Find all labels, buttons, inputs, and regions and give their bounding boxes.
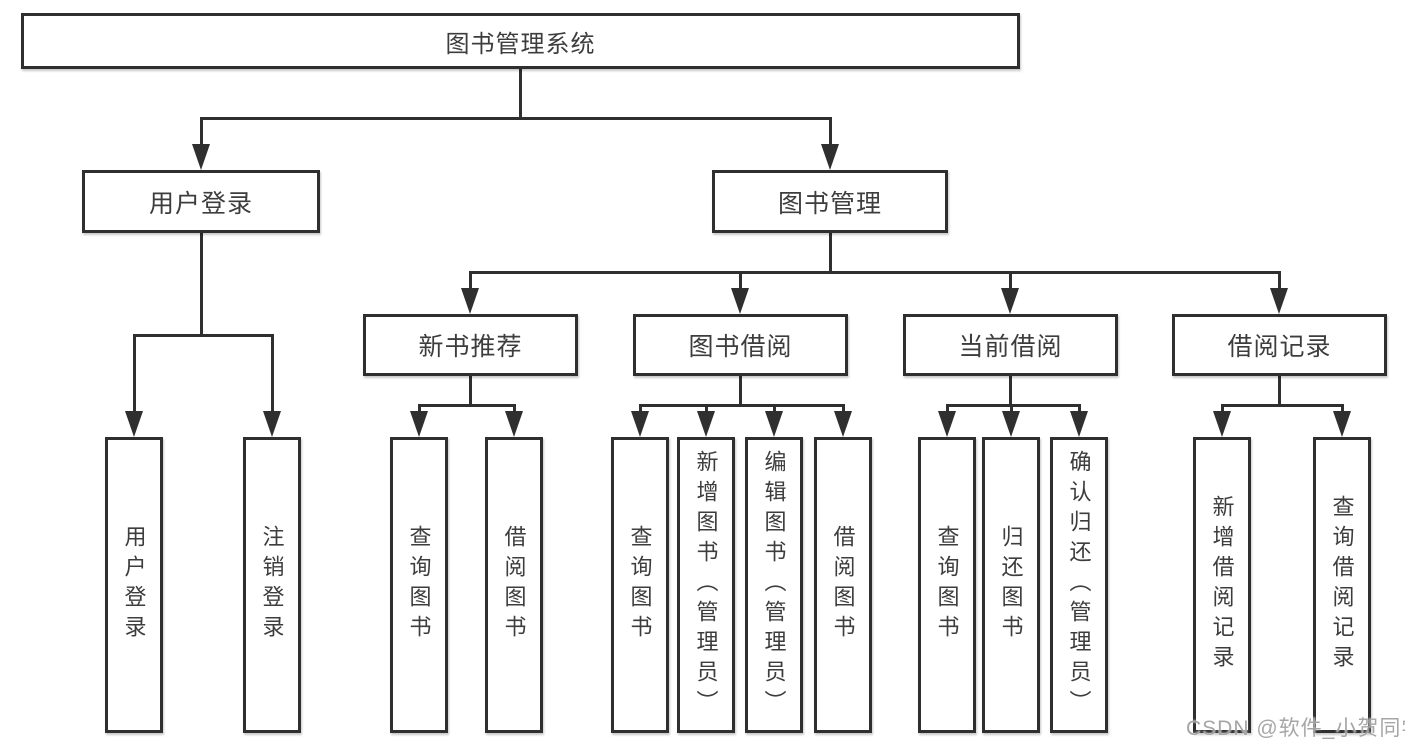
leaf-logout: 注销登录 [243, 437, 301, 733]
node-root-label: 图书管理系统 [445, 30, 596, 58]
arrow-down-icon [1002, 411, 1020, 437]
leaf-borrow-edit-book-admin: 编辑图书（管理员） [745, 437, 803, 733]
connector-line [271, 334, 274, 416]
node-user-login: 用户登录 [82, 170, 320, 233]
arrow-down-icon [834, 411, 852, 437]
arrow-down-icon [505, 411, 523, 437]
arrow-down-icon [731, 288, 749, 314]
leaf-newbook-borrow-book: 借阅图书 [485, 437, 543, 733]
arrow-down-icon [263, 411, 281, 437]
leaf-borrow-query-book: 查询图书 [611, 437, 669, 733]
node-current-borrow: 当前借阅 [903, 314, 1118, 376]
connector-line [519, 67, 522, 119]
connector-line [1278, 271, 1281, 291]
leaf-borrow-add-book-admin-label: 新增图书（管理员） [693, 450, 719, 720]
leaf-current-return-book-label: 归还图书 [998, 525, 1024, 645]
connector-line [1341, 404, 1344, 416]
connector-line [513, 404, 516, 416]
csdn-watermark: CSDN @软件_小贺同学 [1186, 717, 1405, 740]
leaf-current-confirm-return-admin: 确认归还（管理员） [1050, 437, 1108, 733]
connector-line [1221, 404, 1224, 416]
leaf-record-add-record-label: 新增借阅记录 [1209, 495, 1235, 675]
connector-line [829, 231, 832, 274]
arrow-down-icon [1333, 411, 1351, 437]
connector-line [200, 231, 203, 337]
node-book-borrow: 图书借阅 [633, 314, 848, 376]
leaf-user-login: 用户登录 [105, 437, 163, 733]
connector-line [1009, 374, 1012, 407]
arrow-down-icon [1213, 411, 1231, 437]
arrow-down-icon [125, 411, 143, 437]
connector-line [133, 334, 136, 416]
connector-line [1009, 271, 1012, 291]
connector-line [946, 404, 949, 416]
node-root: 图书管理系统 [21, 13, 1020, 69]
leaf-record-query-record-label: 查询借阅记录 [1329, 495, 1355, 675]
leaf-borrow-edit-book-admin-label: 编辑图书（管理员） [761, 450, 787, 720]
connector-line [418, 404, 421, 416]
connector-line [842, 404, 845, 416]
leaf-newbook-query-book: 查询图书 [390, 437, 448, 733]
arrow-down-icon [1270, 288, 1288, 314]
node-new-book-recommend: 新书推荐 [363, 314, 578, 376]
node-current-borrow-label: 当前借阅 [958, 333, 1063, 361]
arrow-down-icon [192, 144, 210, 170]
node-borrow-record: 借阅记录 [1172, 314, 1387, 376]
arrow-down-icon [461, 288, 479, 314]
connector-line [469, 271, 472, 291]
arrow-down-icon [1001, 288, 1019, 314]
node-book-management: 图书管理 [712, 170, 948, 233]
leaf-borrow-borrow-book: 借阅图书 [814, 437, 872, 733]
connector-line [1278, 374, 1281, 407]
connector-line [469, 374, 472, 407]
leaf-user-login-label: 用户登录 [121, 525, 147, 645]
leaf-current-confirm-return-admin-label: 确认归还（管理员） [1066, 450, 1092, 720]
connector-line [418, 404, 516, 407]
connector-line [705, 404, 708, 416]
connector-line [829, 117, 832, 147]
node-new-book-recommend-label: 新书推荐 [418, 333, 523, 361]
leaf-record-add-record: 新增借阅记录 [1193, 437, 1251, 733]
node-book-borrow-label: 图书借阅 [688, 333, 793, 361]
connector-line [639, 404, 642, 416]
arrow-down-icon [410, 411, 428, 437]
leaf-borrow-borrow-book-label: 借阅图书 [830, 525, 856, 645]
arrow-down-icon [1070, 411, 1088, 437]
leaf-current-return-book: 归还图书 [982, 437, 1040, 733]
leaf-newbook-query-book-label: 查询图书 [406, 525, 432, 645]
connector-line [1221, 404, 1344, 407]
leaf-current-query-book: 查询图书 [918, 437, 976, 733]
node-book-management-label: 图书管理 [777, 189, 882, 218]
connector-line [469, 271, 1281, 274]
leaf-newbook-borrow-book-label: 借阅图书 [501, 525, 527, 645]
connector-line [946, 404, 1081, 407]
node-user-login-label: 用户登录 [148, 189, 253, 218]
connector-line [133, 334, 274, 337]
connector-line [739, 271, 742, 291]
arrow-down-icon [821, 144, 839, 170]
connector-line [1010, 404, 1013, 416]
leaf-current-query-book-label: 查询图书 [934, 525, 960, 645]
leaf-borrow-add-book-admin: 新增图书（管理员） [677, 437, 735, 733]
arrow-down-icon [765, 411, 783, 437]
leaf-borrow-query-book-label: 查询图书 [627, 525, 653, 645]
arrow-down-icon [938, 411, 956, 437]
leaf-record-query-record: 查询借阅记录 [1313, 437, 1371, 733]
arrow-down-icon [697, 411, 715, 437]
connector-line [1078, 404, 1081, 416]
leaf-logout-label: 注销登录 [259, 525, 285, 645]
connector-line [200, 117, 203, 147]
arrow-down-icon [631, 411, 649, 437]
connector-line [200, 117, 832, 120]
node-borrow-record-label: 借阅记录 [1227, 333, 1332, 361]
connector-line [739, 374, 742, 407]
connector-line [639, 404, 845, 407]
connector-line [773, 404, 776, 416]
